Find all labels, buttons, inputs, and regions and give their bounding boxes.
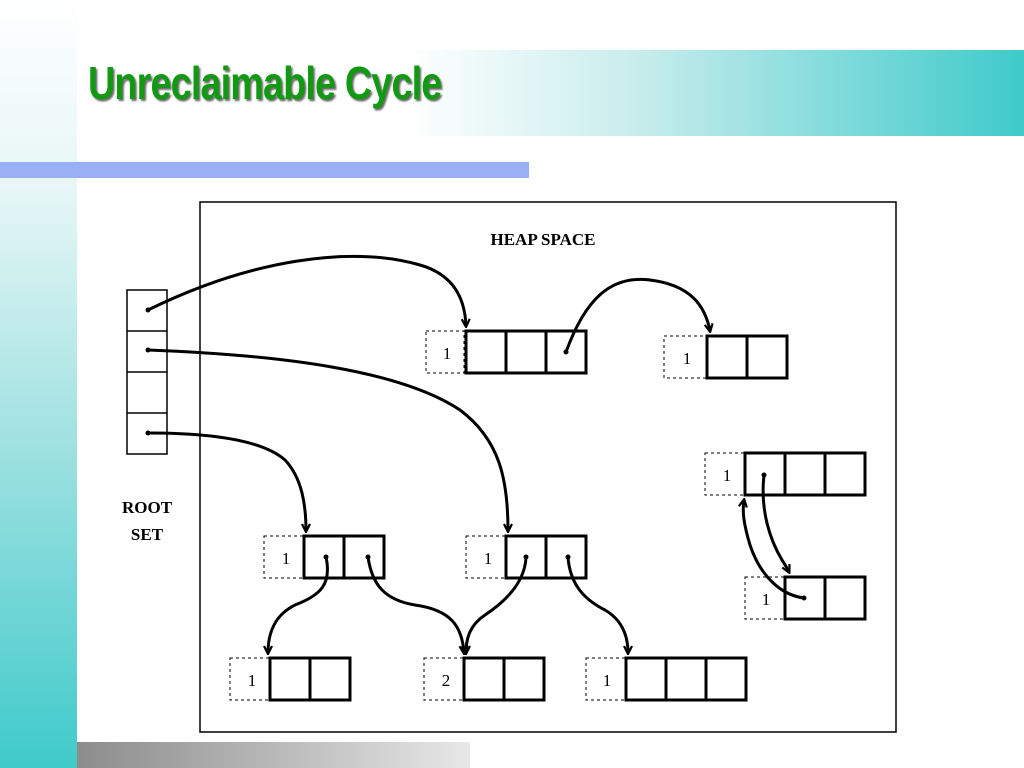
pointer-arrow-root-to-a — [147, 254, 466, 326]
svg-text:1: 1 — [282, 549, 291, 568]
cycle-object-2: 1 — [744, 575, 867, 621]
svg-text:1: 1 — [603, 671, 612, 690]
heap-object-b: 1 — [663, 334, 789, 380]
heap-object-d: 1 — [465, 534, 588, 580]
svg-text:1: 1 — [683, 349, 692, 368]
slide-title: Unreclaimable Cycle — [88, 57, 442, 109]
pointer-arrow-c-to-f — [366, 556, 464, 653]
heap-object-c: 1 — [263, 534, 386, 580]
heap-object-g: 1 — [585, 656, 748, 702]
heap-object-f: 2 — [423, 656, 546, 702]
pointer-arrow-d-to-g — [566, 556, 628, 653]
left-gradient-band — [0, 0, 77, 768]
heap-object-a: 1 — [425, 329, 588, 375]
svg-text:1: 1 — [443, 344, 452, 363]
svg-text:1: 1 — [762, 590, 771, 609]
root-set-label-line1: ROOT — [122, 498, 173, 517]
heap-space-frame — [199, 201, 897, 733]
title-underline-bar — [0, 162, 529, 178]
pointer-arrow-d-to-f — [466, 556, 528, 653]
svg-text:2: 2 — [442, 671, 451, 690]
cycle-arrow-2-to-1 — [743, 500, 805, 600]
svg-text:1: 1 — [484, 549, 493, 568]
svg-text:1: 1 — [723, 466, 732, 485]
root-set — [126, 289, 168, 455]
cycle-object-1: 1 — [704, 451, 867, 497]
svg-text:1: 1 — [248, 671, 257, 690]
heap-space-label: HEAP SPACE — [490, 230, 595, 249]
root-set-label-line2: SET — [131, 525, 164, 544]
pointer-arrow-a-to-b — [564, 277, 710, 353]
footer-gradient-bar — [77, 742, 470, 768]
pointer-arrow-c-to-e — [268, 556, 329, 653]
heap-object-e: 1 — [229, 656, 352, 702]
cycle-arrow-1-to-2 — [761, 474, 789, 572]
pointer-arrow-root-to-c — [147, 431, 306, 531]
title-gradient-band — [77, 50, 1024, 136]
pointer-arrow-root-to-d — [147, 348, 508, 531]
